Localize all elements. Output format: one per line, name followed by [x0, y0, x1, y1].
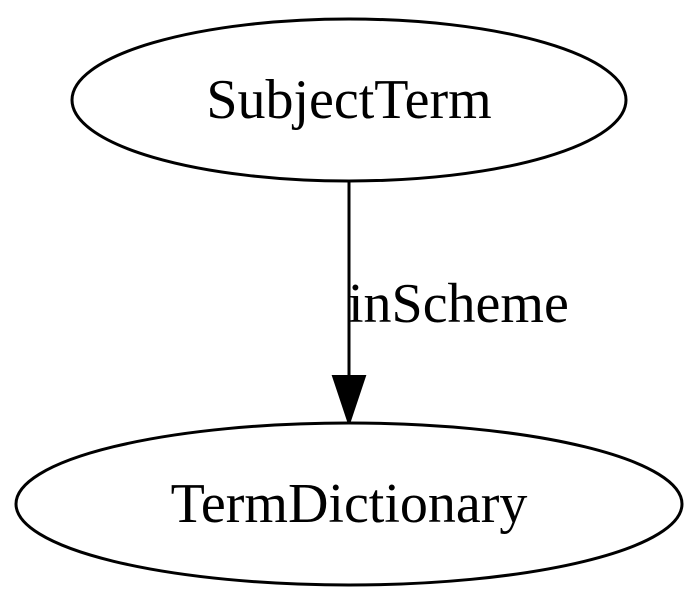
node-subject-term: SubjectTerm	[70, 17, 628, 183]
edge-in-scheme-label: inScheme	[348, 273, 569, 335]
node-term-dictionary: TermDictionary	[14, 421, 684, 587]
edge-in-scheme-arrowhead	[331, 375, 367, 428]
node-term-dictionary-label: TermDictionary	[171, 473, 528, 535]
node-term-dictionary-ellipse	[14, 421, 684, 587]
edge-in-scheme: inScheme	[331, 181, 569, 428]
node-subject-term-label: SubjectTerm	[206, 69, 491, 131]
